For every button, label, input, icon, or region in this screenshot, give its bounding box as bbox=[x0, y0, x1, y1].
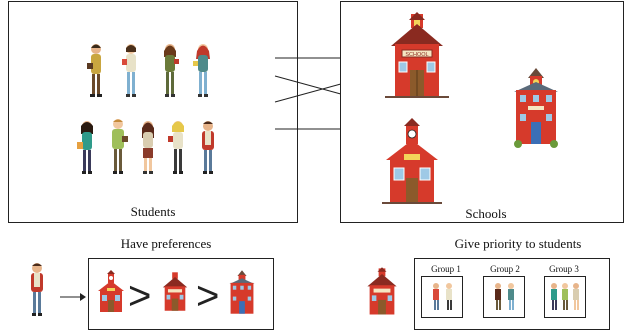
group-1-students bbox=[433, 283, 452, 310]
arrow-right-icon bbox=[60, 293, 86, 301]
preferring-student-figure bbox=[31, 263, 43, 316]
group-2-students bbox=[495, 283, 514, 310]
greater-than-symbol-2: > bbox=[196, 274, 220, 318]
schools-panel-label: Schools bbox=[465, 206, 507, 221]
prioritizing-school bbox=[367, 267, 397, 315]
greater-than-symbol-1: > bbox=[128, 274, 152, 318]
preference-school-2 bbox=[162, 272, 188, 311]
students-panel-label: Students bbox=[130, 204, 176, 219]
school-building-1: SCHOOL bbox=[385, 12, 449, 98]
group-2-label: Group 2 bbox=[490, 264, 520, 274]
group-2-box bbox=[483, 276, 525, 318]
schools-panel bbox=[340, 1, 624, 223]
preferences-title: Have preferences bbox=[120, 236, 212, 251]
group-3-label: Group 3 bbox=[549, 264, 579, 274]
school-building-2 bbox=[514, 68, 558, 148]
student-figure-4 bbox=[193, 44, 210, 97]
student-figure-1 bbox=[87, 44, 102, 97]
student-figure-7 bbox=[142, 121, 154, 174]
group-3-students bbox=[551, 283, 579, 310]
preference-school-1 bbox=[98, 270, 124, 312]
student-figure-2 bbox=[122, 44, 136, 97]
school-building-3 bbox=[382, 118, 442, 204]
priorities-title: Give priority to students bbox=[454, 236, 582, 251]
student-figure-9 bbox=[202, 121, 214, 174]
group-1-box bbox=[421, 276, 463, 318]
student-figure-6 bbox=[112, 119, 128, 174]
school-sign-text: SCHOOL bbox=[405, 52, 428, 58]
preference-school-3 bbox=[229, 270, 255, 314]
student-figure-5 bbox=[77, 121, 93, 174]
student-figure-3 bbox=[164, 44, 179, 97]
group-1-label: Group 1 bbox=[431, 264, 461, 274]
students-panel bbox=[8, 1, 298, 223]
student-figure-8 bbox=[168, 121, 184, 174]
